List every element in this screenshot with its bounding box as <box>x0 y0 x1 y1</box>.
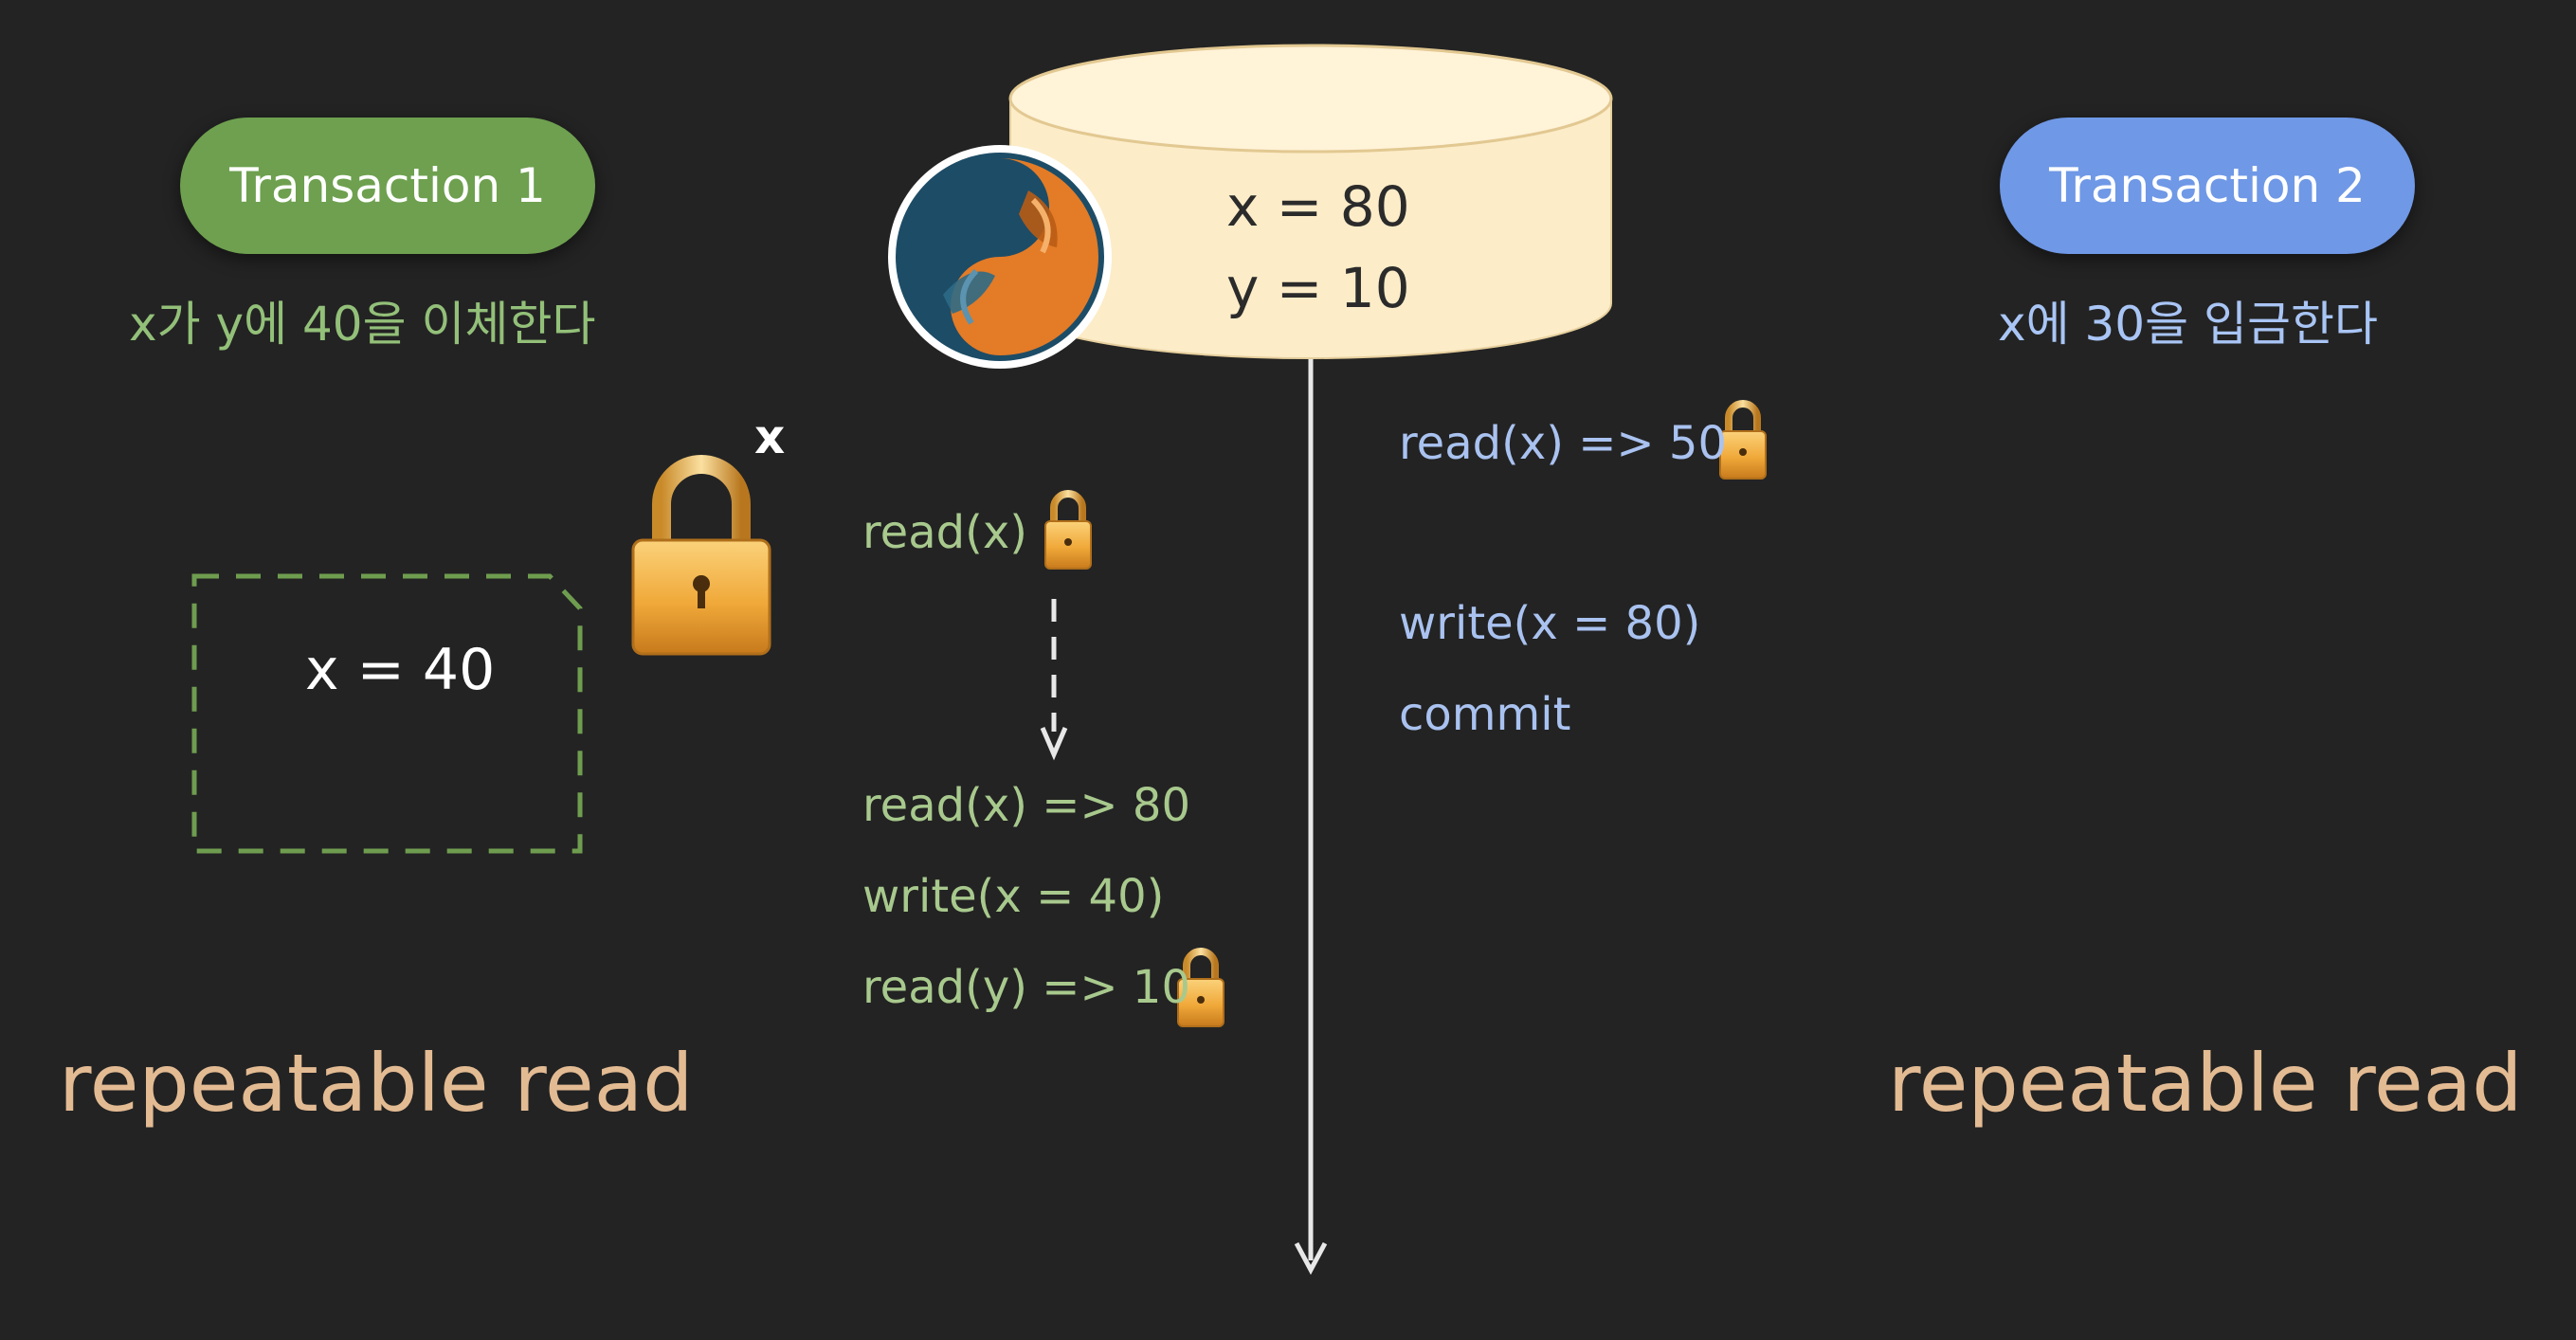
t2-op-commit: commit <box>1399 688 1571 741</box>
transaction-2-badge: Transaction 2 <box>2000 118 2415 254</box>
transaction-1-description: x가 y에 40을 이체한다 <box>129 297 596 352</box>
mysql-dolphin-logo <box>888 145 1112 369</box>
db-value-y: y = 10 <box>1226 256 1410 320</box>
t1-op-write-x: write(x = 40) <box>862 870 1165 923</box>
t2-op-read-x: read(x) => 50 <box>1399 417 1727 470</box>
transaction-1-badge: Transaction 1 <box>180 118 595 254</box>
lock-icon-t1-read-x <box>1044 490 1092 570</box>
db-value-x: x = 80 <box>1226 174 1410 239</box>
lock-target-label: x <box>754 409 786 464</box>
t1-local-buffer-box <box>191 573 583 854</box>
t1-op-read-y: read(y) => 10 <box>862 961 1190 1014</box>
t1-op-read-x-result: read(x) => 80 <box>862 779 1190 832</box>
t2-isolation-level: repeatable read <box>1888 1037 2523 1130</box>
t2-op-write-x: write(x = 80) <box>1399 597 1701 650</box>
t1-buffer-value: x = 40 <box>305 637 496 703</box>
big-lock-icon <box>631 455 771 656</box>
lock-icon-t1-read-y <box>1177 948 1225 1027</box>
lock-icon-t2-read-x <box>1719 400 1767 480</box>
database-cylinder <box>1008 44 1613 359</box>
t1-op-read-x: read(x) <box>862 506 1027 559</box>
timeline-arrow <box>1294 353 1328 1276</box>
t1-isolation-level: repeatable read <box>59 1037 694 1130</box>
wait-arrow <box>1040 599 1068 761</box>
transaction-2-description: x에 30을 입금한다 <box>1998 297 2378 352</box>
